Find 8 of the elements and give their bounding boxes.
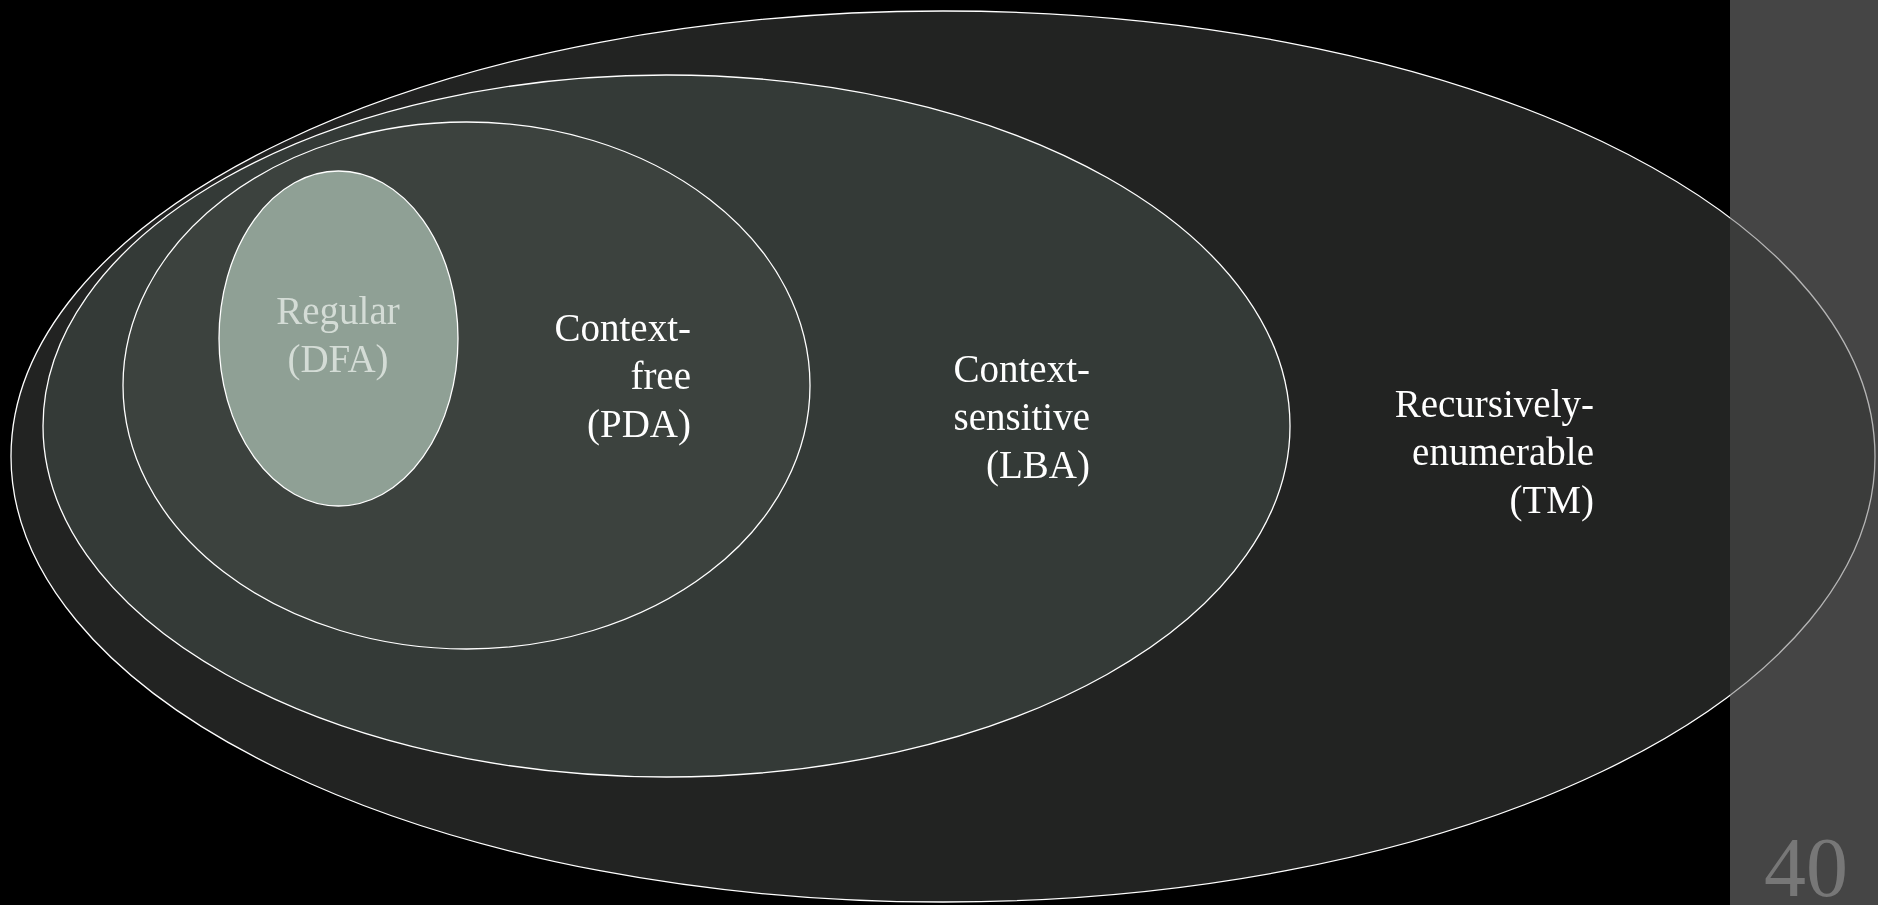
set-ellipse — [122, 121, 811, 650]
set-label: Context- sensitive (LBA) — [952, 346, 1090, 489]
set-ellipse — [218, 170, 459, 507]
set-label: Context- free (PDA) — [553, 305, 691, 448]
set-label: Recursively- enumerable (TM) — [1393, 381, 1594, 524]
set-ellipse — [10, 10, 1876, 903]
set-label: Regular (DFA) — [275, 288, 401, 382]
set-ellipse — [42, 74, 1291, 778]
